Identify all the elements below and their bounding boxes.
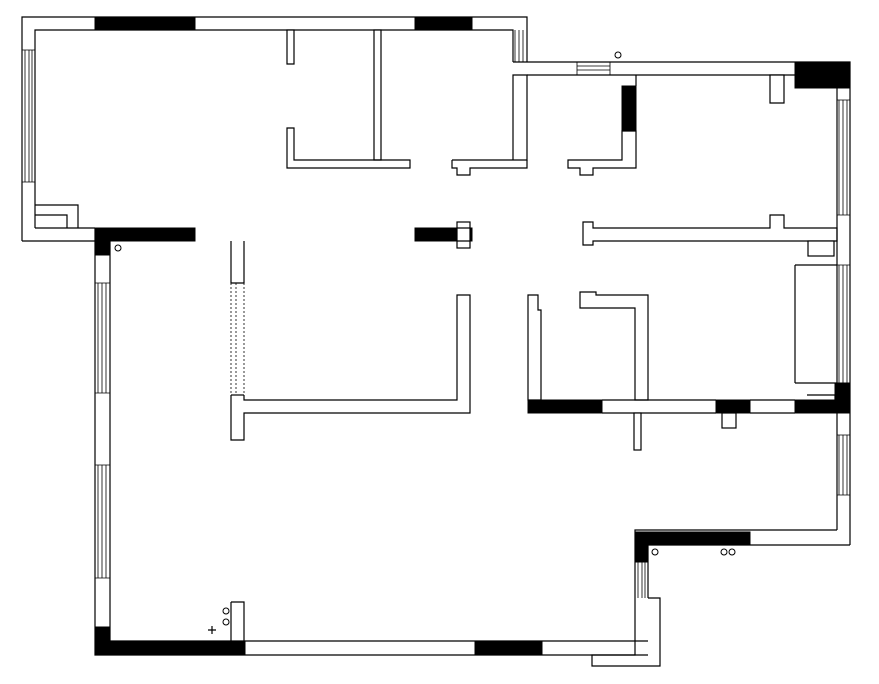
marker-icon	[208, 626, 216, 634]
outlet-icon	[651, 548, 659, 556]
outlet-icon	[614, 51, 622, 59]
interior-walls	[35, 29, 838, 641]
fixture-symbols	[114, 51, 736, 634]
outlet-icon	[114, 244, 122, 252]
outer-walls	[21, 16, 851, 667]
windows	[22, 30, 850, 598]
outlet-icon	[222, 607, 230, 615]
outlet-icon	[720, 548, 728, 556]
outlet-icon	[728, 548, 736, 556]
outlet-icon	[222, 618, 230, 626]
structural-columns	[94, 16, 851, 656]
